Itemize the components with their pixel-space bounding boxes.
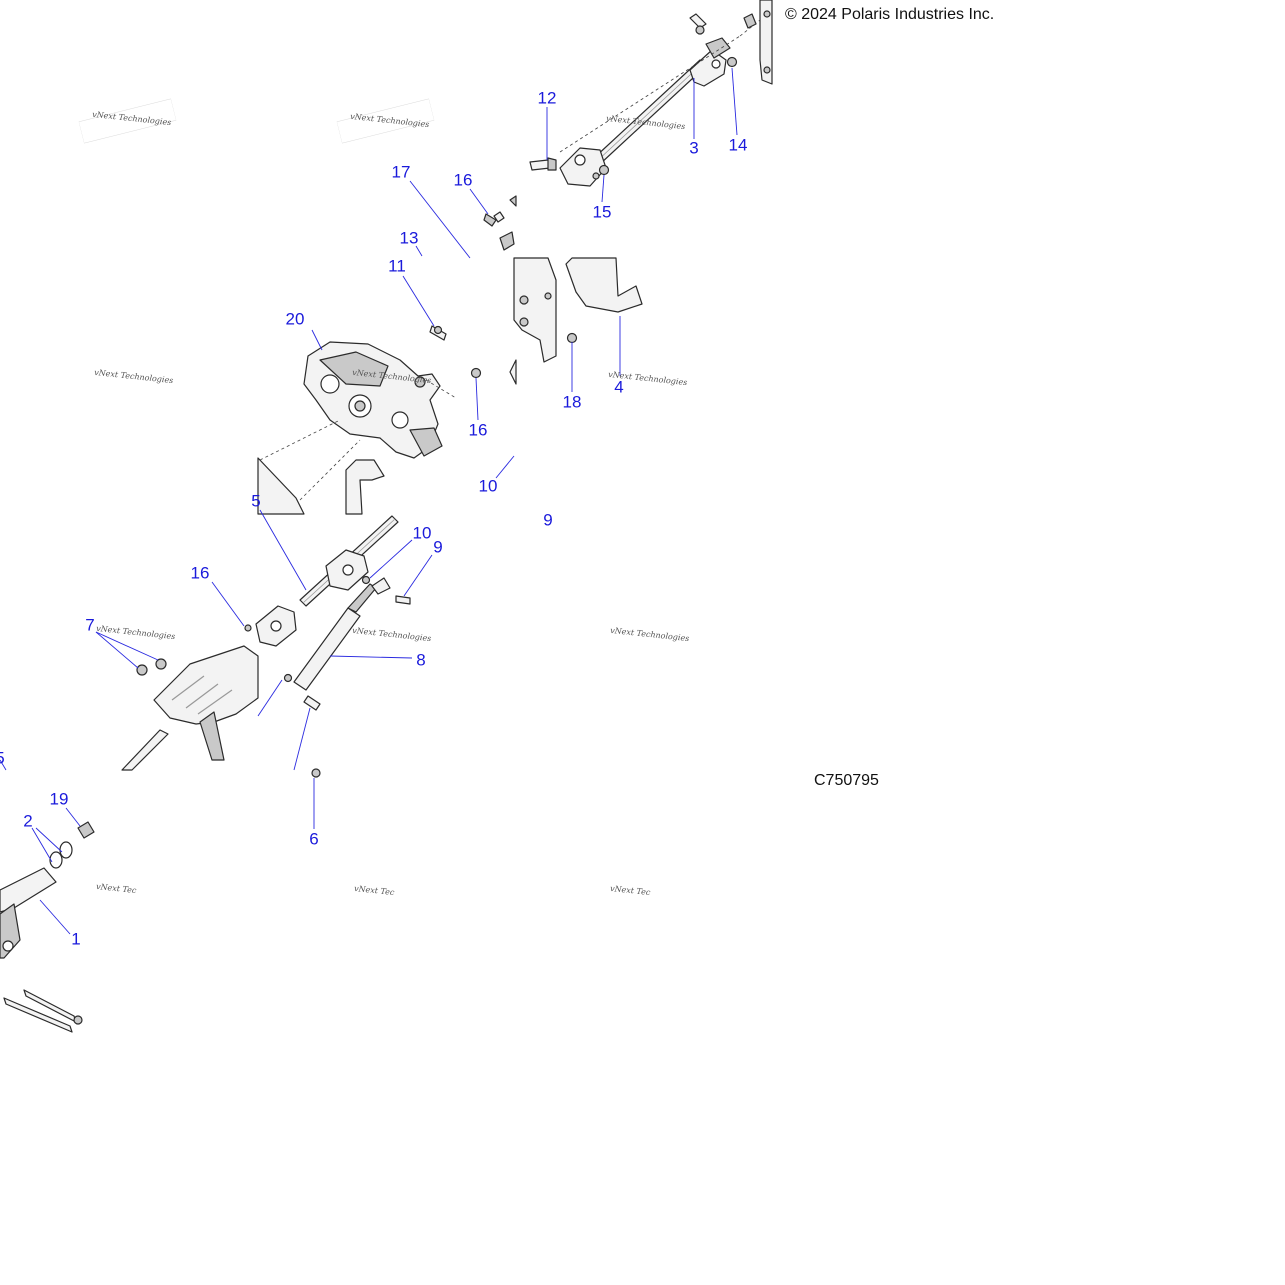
leader-lines bbox=[0, 67, 738, 935]
callout-9-lower[interactable]: 9 bbox=[433, 537, 443, 557]
hardware-upper bbox=[429, 13, 757, 379]
watermark-ghost bbox=[77, 93, 177, 149]
upper-steering-shaft bbox=[559, 37, 731, 187]
mount-bracket bbox=[499, 195, 643, 385]
callout-4[interactable]: 4 bbox=[614, 377, 624, 397]
callout-17[interactable]: 17 bbox=[391, 162, 411, 182]
watermark-ghost bbox=[335, 93, 435, 149]
copyright-notice: © 2024 Polaris Industries Inc. bbox=[785, 6, 995, 23]
callout-16-middle[interactable]: 16 bbox=[468, 420, 488, 440]
callout-16-lower[interactable]: 16 bbox=[190, 563, 210, 583]
callout-5-lower[interactable]: 5 bbox=[0, 750, 5, 767]
callout-6[interactable]: 6 bbox=[309, 829, 319, 849]
assembly-dash-lines bbox=[259, 19, 761, 501]
gas-strut bbox=[283, 577, 411, 778]
callout-14[interactable]: 14 bbox=[728, 135, 748, 155]
upper-frame-bracket bbox=[759, 0, 773, 85]
callout-15[interactable]: 15 bbox=[592, 202, 612, 222]
callout-9-upper[interactable]: 9 bbox=[543, 510, 553, 530]
callout-18[interactable]: 18 bbox=[562, 392, 582, 412]
column-tube bbox=[0, 821, 95, 959]
callout-11[interactable]: 11 bbox=[388, 256, 406, 276]
callout-13[interactable]: 13 bbox=[399, 228, 419, 248]
callout-10-lower[interactable]: 10 bbox=[412, 523, 432, 543]
callout-10-upper[interactable]: 10 bbox=[478, 476, 498, 496]
lower-bracket-assembly bbox=[121, 624, 259, 771]
callout-19[interactable]: 19 bbox=[49, 789, 69, 809]
figure-id: C750795 bbox=[814, 772, 879, 789]
callout-12[interactable]: 12 bbox=[537, 88, 557, 108]
callout-1[interactable]: 1 bbox=[71, 929, 81, 949]
callout-3[interactable]: 3 bbox=[689, 138, 699, 158]
lower-mount-plate bbox=[257, 457, 385, 515]
power-steering-unit bbox=[303, 341, 443, 459]
callout-16-upper[interactable]: 16 bbox=[453, 170, 473, 190]
callout-2[interactable]: 2 bbox=[23, 811, 33, 831]
callout-7[interactable]: 7 bbox=[85, 615, 95, 635]
tilt-pins bbox=[3, 989, 83, 1033]
callout-5-upper[interactable]: 5 bbox=[251, 491, 261, 511]
lower-steering-shaft bbox=[255, 515, 399, 647]
callout-20[interactable]: 20 bbox=[285, 309, 305, 329]
callout-8[interactable]: 8 bbox=[416, 650, 426, 670]
